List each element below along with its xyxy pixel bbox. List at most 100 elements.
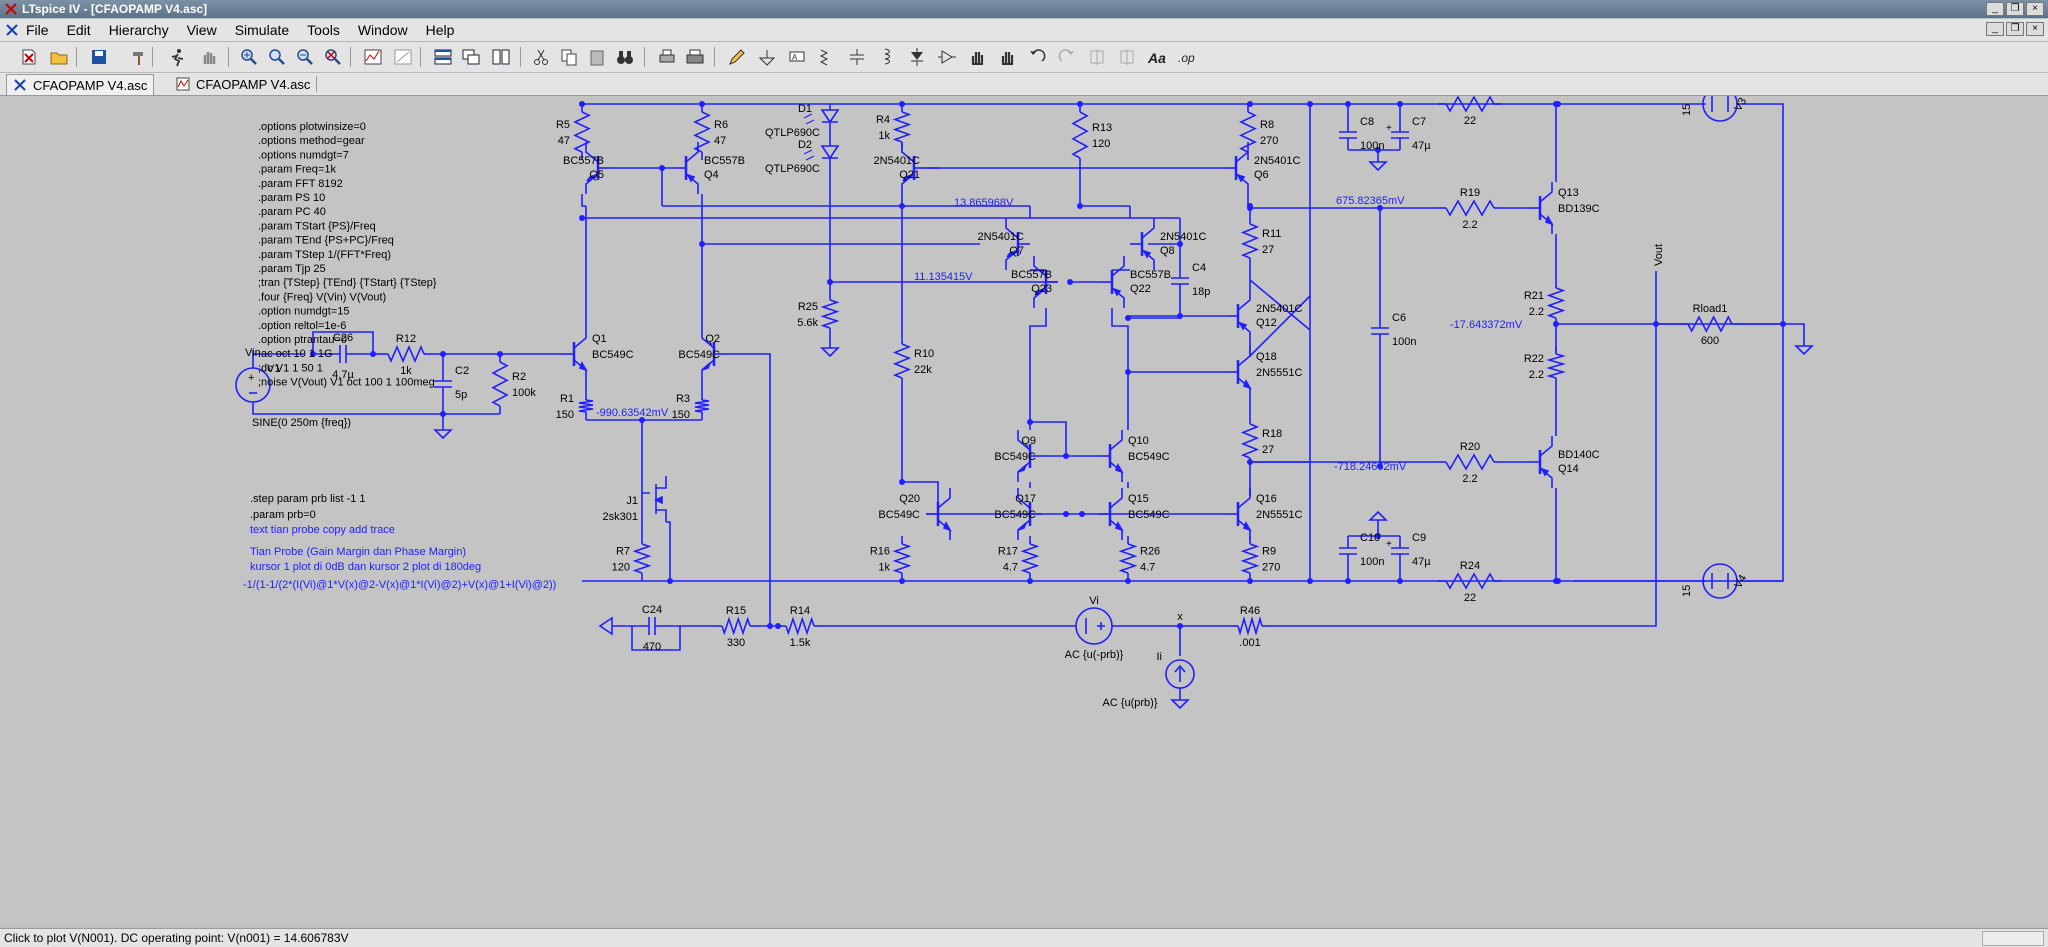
print-button[interactable]: [684, 46, 706, 68]
r20-symbol[interactable]: [1445, 453, 1495, 471]
zoom-in-button[interactable]: [238, 46, 260, 68]
tile-horizontal-button[interactable]: [432, 46, 454, 68]
c4-symbol[interactable]: [1171, 277, 1189, 285]
v4-source-symbol[interactable]: [1702, 563, 1738, 599]
menu-tools[interactable]: Tools: [307, 22, 340, 38]
zoom-out-button[interactable]: [294, 46, 316, 68]
c8-symbol[interactable]: [1339, 131, 1357, 139]
r19-symbol[interactable]: [1445, 199, 1495, 217]
diode-button[interactable]: [906, 46, 928, 68]
draw-wire-button[interactable]: [726, 46, 748, 68]
doc-close-icon[interactable]: ×: [2026, 22, 2044, 36]
rload1-symbol[interactable]: [1687, 315, 1733, 333]
resistor-button[interactable]: [816, 46, 838, 68]
menu-help[interactable]: Help: [425, 22, 455, 38]
copy-button[interactable]: [558, 46, 580, 68]
r22-symbol[interactable]: [1546, 353, 1566, 379]
c24-symbol[interactable]: [648, 617, 656, 635]
r2-symbol[interactable]: [491, 361, 509, 407]
close-icon[interactable]: ×: [2026, 2, 2044, 16]
zoom-fit-button[interactable]: [322, 46, 344, 68]
menu-window[interactable]: Window: [357, 22, 408, 38]
r7-symbol[interactable]: [632, 543, 652, 574]
ii-source-symbol[interactable]: [1165, 659, 1195, 689]
c10-symbol[interactable]: [1339, 547, 1357, 555]
d2-symbol[interactable]: [820, 145, 840, 160]
cascade-button[interactable]: [460, 46, 482, 68]
r21-symbol[interactable]: [1546, 287, 1566, 319]
print-preview-button[interactable]: [656, 46, 678, 68]
c6-symbol[interactable]: [1371, 327, 1389, 335]
delete-plot-button[interactable]: [392, 46, 414, 68]
r4-symbol[interactable]: [892, 111, 912, 143]
r18-symbol[interactable]: [1240, 423, 1260, 459]
ground-button[interactable]: [756, 46, 778, 68]
drag-button[interactable]: [996, 46, 1018, 68]
j1-symbol[interactable]: [655, 476, 667, 522]
menu-view[interactable]: View: [186, 22, 217, 38]
new-schematic-button[interactable]: [18, 46, 40, 68]
v3-source-symbol[interactable]: [1702, 86, 1738, 122]
menu-edit[interactable]: Edit: [66, 22, 91, 38]
paste-button[interactable]: [586, 46, 608, 68]
r12-symbol[interactable]: [387, 344, 425, 364]
r14-symbol[interactable]: [785, 616, 815, 636]
d1-symbol[interactable]: [820, 109, 840, 124]
rotate-button[interactable]: [1086, 46, 1108, 68]
cut-button[interactable]: [530, 46, 552, 68]
menu-file[interactable]: File: [26, 22, 49, 38]
r10-symbol[interactable]: [892, 343, 912, 379]
minimize-icon[interactable]: _: [1986, 2, 2004, 16]
r15-symbol[interactable]: [721, 616, 751, 636]
c2-symbol[interactable]: [434, 380, 452, 388]
r8-symbol[interactable]: [1239, 111, 1257, 153]
r24-symbol[interactable]: [1445, 572, 1495, 590]
autorange-button[interactable]: [362, 46, 384, 68]
r11-symbol[interactable]: [1240, 223, 1260, 259]
r46-symbol[interactable]: [1237, 616, 1263, 636]
capacitor-button[interactable]: [846, 46, 868, 68]
mirror-button[interactable]: [1116, 46, 1138, 68]
c26-symbol[interactable]: [339, 345, 347, 363]
control-panel-button[interactable]: [128, 46, 150, 68]
spice-directive-button[interactable]: .op: [1176, 46, 1198, 68]
pan-button[interactable]: [266, 46, 288, 68]
vi-source-symbol[interactable]: [1075, 607, 1113, 645]
restore-icon[interactable]: ❐: [2006, 2, 2024, 16]
tile-vertical-button[interactable]: [490, 46, 512, 68]
tab-waveform[interactable]: CFAOPAMP V4.asc: [170, 74, 323, 94]
schematic-canvas[interactable]: .options plotwinsize=0.options method=ge…: [0, 83, 2048, 926]
undo-button[interactable]: [1026, 46, 1048, 68]
text-button[interactable]: Aa: [1146, 46, 1168, 68]
menu-simulate[interactable]: Simulate: [234, 22, 290, 38]
document-system-icon[interactable]: [4, 22, 20, 38]
component-button[interactable]: [936, 46, 958, 68]
schematic-drawing[interactable]: .options plotwinsize=0.options method=ge…: [0, 83, 2048, 926]
run-button[interactable]: [166, 46, 188, 68]
inductor-button[interactable]: [876, 46, 898, 68]
r16-symbol[interactable]: [892, 543, 912, 574]
r5-symbol[interactable]: [573, 111, 591, 153]
r23-symbol[interactable]: [1445, 95, 1495, 113]
c7-symbol[interactable]: [1391, 131, 1409, 139]
r3-symbol[interactable]: [694, 399, 710, 413]
halt-button[interactable]: [198, 46, 220, 68]
doc-minimize-icon[interactable]: _: [1986, 22, 2004, 36]
r25-symbol[interactable]: [820, 299, 840, 329]
r13-symbol[interactable]: [1071, 111, 1089, 159]
menu-hierarchy[interactable]: Hierarchy: [108, 22, 169, 38]
doc-restore-icon[interactable]: ❐: [2006, 22, 2024, 36]
r6-symbol[interactable]: [693, 111, 711, 153]
open-button[interactable]: [48, 46, 70, 68]
v1-source-symbol[interactable]: [235, 367, 271, 403]
r9-symbol[interactable]: [1240, 543, 1260, 574]
r17-symbol[interactable]: [1020, 543, 1040, 574]
c9-symbol[interactable]: [1391, 547, 1409, 555]
tab-schematic[interactable]: CFAOPAMP V4.asc: [6, 74, 155, 95]
find-button[interactable]: [614, 46, 636, 68]
r26-symbol[interactable]: [1118, 543, 1138, 574]
label-net-button[interactable]: A: [786, 46, 808, 68]
move-button[interactable]: [966, 46, 988, 68]
r1-symbol[interactable]: [578, 399, 594, 413]
save-button[interactable]: [88, 46, 110, 68]
